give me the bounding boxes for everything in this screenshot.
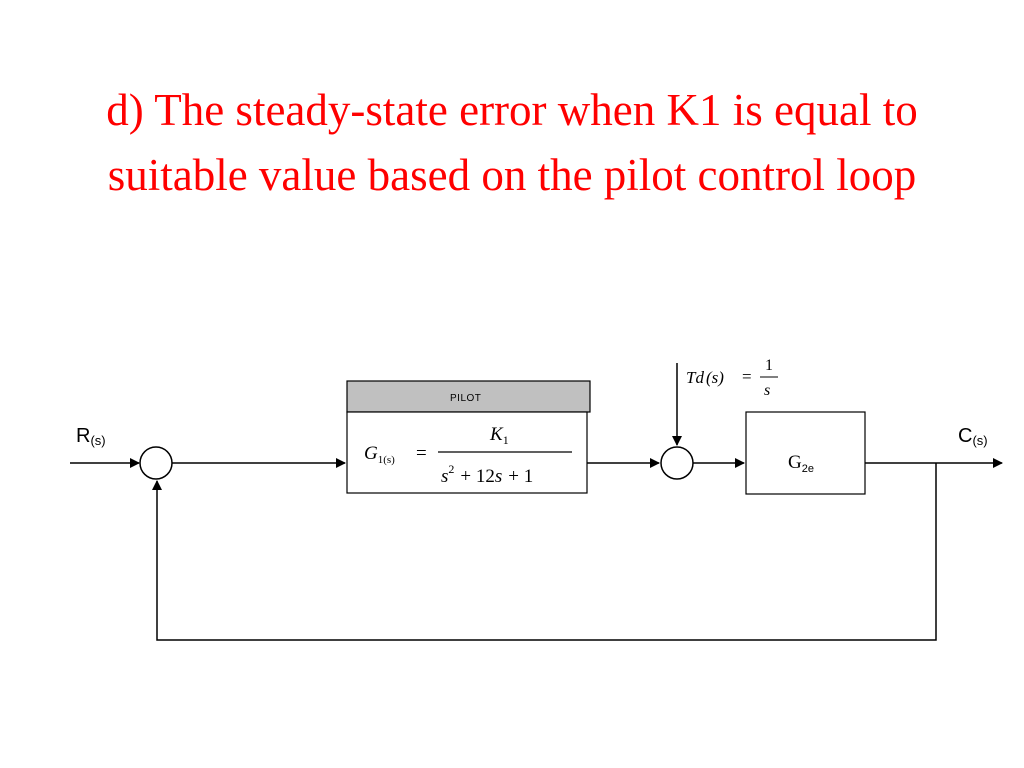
output-symbol: C [958, 425, 972, 447]
input-label: R(s) [76, 425, 106, 448]
output-subscript: (s) [972, 433, 987, 448]
pilot-den-term2: + 12 [460, 466, 494, 487]
plant-symbol: G [788, 452, 802, 473]
plant-block [745, 411, 866, 495]
disturbance-equals: = [742, 367, 752, 386]
feedback-path [152, 463, 937, 641]
output-label: C(s) [958, 425, 988, 448]
slide-title: d) The steady-state error when K1 is equ… [0, 78, 1024, 208]
slide-title-line-1: d) The steady-state error when K1 is equ… [106, 85, 918, 135]
input-symbol: R [76, 425, 90, 447]
disturbance-numerator: 1 [765, 357, 773, 374]
summing-junction-2 [660, 446, 694, 480]
pilot-denominator: s2+ 12s+ 1 [441, 462, 533, 487]
pilot-numerator: K1 [489, 424, 509, 447]
disturbance-label: Td(s) = 1 s [686, 357, 778, 399]
disturbance-lhs: Td(s) [686, 368, 724, 387]
input-subscript: (s) [90, 433, 105, 448]
disturbance-denominator: s [764, 382, 770, 399]
pilot-den-term2-var: s [495, 466, 502, 487]
pilot-numerator-subscript: 1 [503, 433, 509, 447]
slide-title-line-2: suitable value based on the pilot contro… [107, 150, 917, 200]
pilot-den-s: s [441, 466, 448, 487]
disturbance-symbol: Td [686, 368, 704, 387]
pilot-numerator-symbol: K [489, 424, 504, 445]
pilot-den-power: 2 [448, 462, 454, 476]
pilot-block: PILOT G1(s) = K1 s2+ 12s+ 1 [346, 380, 591, 494]
summing-junction-1 [139, 446, 173, 480]
pilot-header-bar [346, 380, 591, 413]
pilot-header-label: PILOT [450, 393, 481, 404]
disturbance-arg: (s) [706, 368, 724, 387]
pilot-equals: = [416, 443, 427, 464]
pilot-den-term3: + 1 [508, 466, 533, 487]
pilot-lhs: G1(s) [364, 443, 395, 466]
plant-label: G2e [788, 452, 814, 475]
pilot-lhs-symbol: G [364, 443, 378, 464]
plant-subscript: 2e [802, 463, 814, 475]
pilot-lhs-subscript: 1(s) [378, 454, 395, 466]
